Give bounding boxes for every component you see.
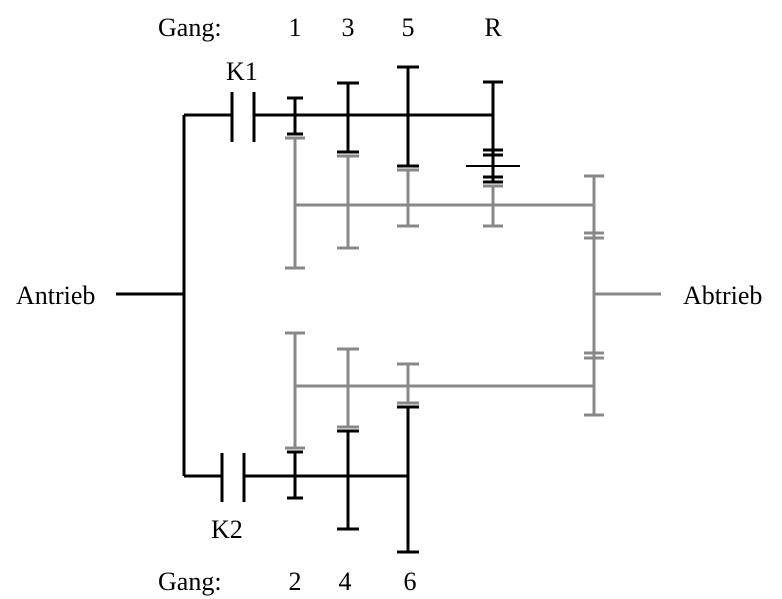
- output-label: Abtrieb: [683, 281, 762, 310]
- gang-label-top: Gang:: [158, 13, 222, 42]
- clutch-k2-label: K2: [211, 515, 243, 544]
- gear-number-1: 1: [289, 13, 302, 42]
- clutch-k1-label: K1: [226, 57, 258, 86]
- upper-output-shaft: [285, 136, 594, 270]
- gear-number-5: 5: [402, 13, 415, 42]
- upper-input-shaft: [254, 65, 520, 184]
- gear-number-4: 4: [339, 567, 352, 596]
- lower-input-shaft: [244, 405, 419, 554]
- clutch-k1: [230, 92, 256, 142]
- gang-label-bottom: Gang:: [158, 567, 222, 596]
- output-gear-assembly: [584, 174, 661, 417]
- gear-number-r: R: [484, 13, 502, 42]
- gear-number-2: 2: [289, 567, 302, 596]
- lower-output-shaft: [285, 331, 594, 450]
- input-shaft-structure: [116, 113, 232, 478]
- gear-number-6: 6: [404, 567, 417, 596]
- gear-number-3: 3: [342, 13, 355, 42]
- input-label: Antrieb: [16, 281, 95, 310]
- clutch-k2: [220, 453, 246, 502]
